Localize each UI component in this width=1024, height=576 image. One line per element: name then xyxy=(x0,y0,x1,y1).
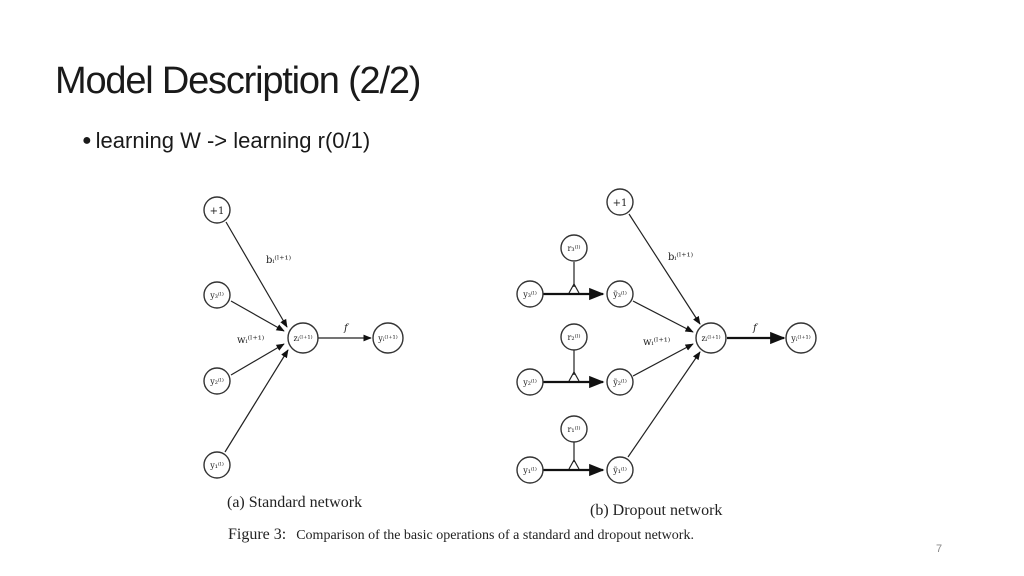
input-node-a-2: y₂⁽ˡ⁾ xyxy=(203,367,231,395)
input-edge-b-2 xyxy=(632,343,694,377)
input-node-a-2-label: y₂⁽ˡ⁾ xyxy=(209,377,224,386)
thinned-node-1: ỹ₁⁽ˡ⁾ xyxy=(606,456,634,484)
thinned-node-1-label: ỹ₁⁽ˡ⁾ xyxy=(612,466,627,475)
input-node-b-1-label: y₁⁽ˡ⁾ xyxy=(522,466,537,475)
slide-title: Model Description (2/2) xyxy=(55,60,421,102)
mask-node-3: r₃⁽ˡ⁾ xyxy=(560,234,588,262)
sum-node-b-label: zᵢ⁽ˡ⁺¹⁾ xyxy=(701,334,720,343)
thinned-node-3: ỹ₃⁽ˡ⁾ xyxy=(606,280,634,308)
thinned-node-3-label: ỹ₃⁽ˡ⁾ xyxy=(612,290,627,299)
input-edge-a-1 xyxy=(224,349,289,453)
mask-connector-2 xyxy=(568,350,580,382)
bias-node-b: +1 xyxy=(606,188,634,216)
input-edge-b-1 xyxy=(627,351,701,458)
figure-caption: Figure 3: Comparison of the basic operat… xyxy=(228,526,694,543)
figure-caption-prefix: Figure 3: xyxy=(228,526,286,543)
mask-node-3-label: r₃⁽ˡ⁾ xyxy=(568,244,581,253)
output-node-a-label: yᵢ⁽ˡ⁺¹⁾ xyxy=(377,334,397,343)
input-node-a-3-label: y₃⁽ˡ⁾ xyxy=(209,291,224,300)
input-node-b-1: y₁⁽ˡ⁾ xyxy=(516,456,544,484)
bullet-text: learning W -> learning r(0/1) xyxy=(95,128,371,153)
bullet-item: learning W -> learning r(0/1) ● learning… xyxy=(82,128,370,154)
bias-node-a-label: +1 xyxy=(210,206,225,217)
input-edge-a-2 xyxy=(230,343,285,376)
sum-node-a: zᵢ⁽ˡ⁺¹⁾ xyxy=(287,322,319,354)
bias-label-a: bᵢ⁽ˡ⁺¹⁾ xyxy=(266,255,291,266)
mask-node-2: r₂⁽ˡ⁾ xyxy=(560,323,588,351)
standard-network-diagram: +1 y₃⁽ˡ⁾ y₂⁽ˡ⁾ y₁⁽ˡ⁾ zᵢ⁽ˡ⁺¹⁾ yᵢ⁽ˡ⁺¹⁾ bᵢ⁽… xyxy=(203,196,404,479)
input-node-a-3: y₃⁽ˡ⁾ xyxy=(203,281,231,309)
input-node-b-2-label: y₂⁽ˡ⁾ xyxy=(522,378,537,387)
mask-connector-1 xyxy=(568,442,580,470)
bullet-dot-icon: ● xyxy=(82,132,92,149)
bias-label-b: bᵢ⁽ˡ⁺¹⁾ xyxy=(668,252,693,263)
caption-dropout: (b) Dropout network xyxy=(590,502,722,519)
input-node-a-1-label: y₁⁽ˡ⁾ xyxy=(209,461,224,470)
mask-node-2-label: r₂⁽ˡ⁾ xyxy=(568,333,581,342)
weight-label-b: wᵢ⁽ˡ⁺¹⁾ xyxy=(643,337,670,348)
figure-caption-text: Comparison of the basic operations of a … xyxy=(296,528,694,543)
input-node-b-3-label: y₃⁽ˡ⁾ xyxy=(522,290,537,299)
thinned-node-2: ỹ₂⁽ˡ⁾ xyxy=(606,368,634,396)
activation-label-b: f xyxy=(752,323,759,334)
bias-node-b-label: +1 xyxy=(613,198,628,209)
bias-edge-b xyxy=(628,213,701,325)
sum-node-b: zᵢ⁽ˡ⁺¹⁾ xyxy=(695,322,727,354)
input-node-a-1: y₁⁽ˡ⁾ xyxy=(203,451,231,479)
input-edge-a-3 xyxy=(230,300,285,332)
output-node-b-label: yᵢ⁽ˡ⁺¹⁾ xyxy=(790,334,810,343)
output-node-b: yᵢ⁽ˡ⁺¹⁾ xyxy=(785,322,817,354)
bias-edge-a xyxy=(225,221,288,328)
bullet-list: learning W -> learning r(0/1) ● learning… xyxy=(82,128,370,154)
caption-standard: (a) Standard network xyxy=(227,494,362,511)
dropout-network-diagram: +1 r₃⁽ˡ⁾ r₂⁽ˡ⁾ r₁⁽ˡ⁾ y₃⁽ˡ⁾ y₂⁽ˡ⁾ y₁⁽ˡ⁾ xyxy=(516,188,817,484)
input-edge-b-3 xyxy=(632,300,694,333)
input-node-b-3: y₃⁽ˡ⁾ xyxy=(516,280,544,308)
output-node-a: yᵢ⁽ˡ⁺¹⁾ xyxy=(372,322,404,354)
page-number: 7 xyxy=(936,543,943,555)
bias-node-a: +1 xyxy=(203,196,231,224)
mask-connector-3 xyxy=(568,262,580,294)
weight-label-a: wᵢ⁽ˡ⁺¹⁾ xyxy=(237,335,264,346)
sum-node-a-label: zᵢ⁽ˡ⁺¹⁾ xyxy=(293,334,312,343)
activation-label-a: f xyxy=(343,323,350,334)
mask-node-1-label: r₁⁽ˡ⁾ xyxy=(568,425,581,434)
input-node-b-2: y₂⁽ˡ⁾ xyxy=(516,368,544,396)
thinned-node-2-label: ỹ₂⁽ˡ⁾ xyxy=(612,378,627,387)
mask-node-1: r₁⁽ˡ⁾ xyxy=(560,415,588,443)
